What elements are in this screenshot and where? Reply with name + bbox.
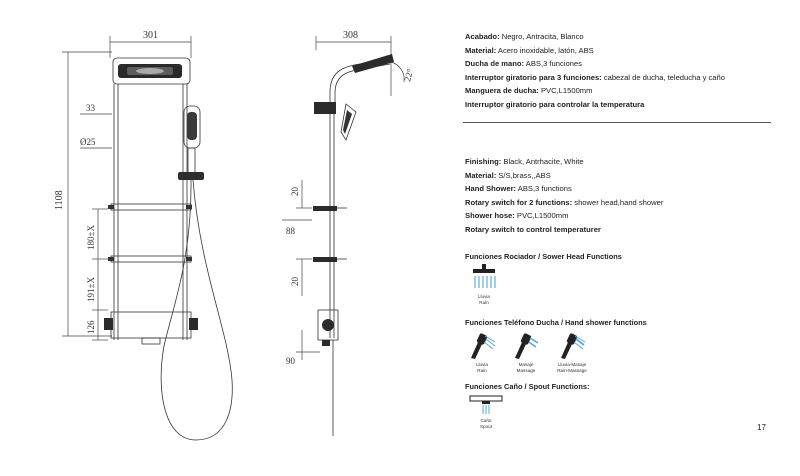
spec-row: Manguera de ducha: PVC,L1500mm bbox=[465, 86, 593, 96]
spec-row: Rotary switch to control temperaturer bbox=[465, 224, 601, 234]
function-label: Lluvia-Masaje bbox=[557, 362, 587, 367]
spec-row: Interruptor giratorio para 3 funciones: … bbox=[465, 72, 725, 82]
function-label: Rain bbox=[477, 367, 487, 373]
function-rain-head: Lluvia Rain bbox=[464, 264, 504, 305]
spec-row: Material: Acero inoxidable, latón, ABS bbox=[465, 45, 594, 55]
spec-row: Hand Shower: ABS,3 functions bbox=[465, 184, 572, 194]
dim-180: 180±X bbox=[86, 225, 96, 250]
shower-head-functions-title: Funciones Rociador / Sower Head Function… bbox=[465, 252, 622, 261]
hand-shower-functions-title: Funciones Teléfono Ducha / Hand shower f… bbox=[465, 318, 647, 327]
specs-spanish: Acabado: Negro, Antracita, Blanco Materi… bbox=[465, 30, 725, 112]
front-view: 301 bbox=[54, 30, 233, 441]
hand-shower-rain-massage-icon bbox=[561, 333, 586, 359]
technical-drawing: 301 bbox=[54, 30, 415, 441]
function-label: Masaje bbox=[518, 362, 534, 367]
spec-row: Finishing: Black, Antrhacite, White bbox=[465, 157, 584, 166]
function-label: Spout bbox=[479, 423, 492, 429]
function-label: Massage bbox=[516, 367, 536, 373]
function-hand-rain-massage: Lluvia-Masaje Rain-Massage bbox=[552, 332, 592, 373]
dim-90: 90 bbox=[286, 356, 296, 366]
spec-row: Shower hose: PVC,L1500mm bbox=[465, 211, 569, 221]
function-hand-massage: Masaje Massage bbox=[506, 332, 546, 373]
function-label: Caño bbox=[480, 418, 492, 423]
function-label: Rain-Massage bbox=[557, 367, 587, 373]
page-number: 17 bbox=[757, 423, 766, 432]
hand-shower-massage-icon bbox=[515, 333, 539, 359]
spec-row: Ducha de mano: ABS,3 funciones bbox=[465, 59, 582, 69]
function-spout: Caño Spout bbox=[466, 394, 506, 429]
function-label: Rain bbox=[479, 299, 489, 305]
spec-row: Rotary switch for 2 functions: shower he… bbox=[465, 197, 664, 207]
dim-angle: 22° bbox=[402, 67, 415, 82]
dim-308: 308 bbox=[343, 30, 358, 41]
dim-25: Ø25 bbox=[80, 137, 96, 147]
function-label: Lluvia bbox=[477, 294, 490, 299]
hand-shower-rain-icon bbox=[471, 333, 496, 359]
dim-1108: 1108 bbox=[54, 190, 65, 210]
dim-301: 301 bbox=[143, 30, 158, 41]
dim-33: 33 bbox=[86, 103, 96, 113]
section-divider bbox=[463, 122, 771, 123]
dim-20-bottom: 20 bbox=[290, 277, 300, 287]
function-label: Lluvia bbox=[475, 362, 488, 367]
dim-88: 88 bbox=[286, 226, 296, 236]
dim-126: 126 bbox=[86, 320, 96, 334]
spec-row: Acabado: Negro, Antracita, Blanco bbox=[465, 32, 584, 41]
spout-functions-title: Funciones Caño / Spout Functions: bbox=[465, 382, 590, 391]
spout-icon bbox=[469, 395, 503, 414]
spec-row: Material: S/S,brass,,ABS bbox=[465, 170, 551, 180]
spec-row: Interruptor giratorio para controlar la … bbox=[465, 99, 645, 109]
specs-english: Finishing: Black, Antrhacite, White Mate… bbox=[465, 155, 663, 237]
dim-191: 191±X bbox=[86, 277, 96, 302]
function-hand-rain: Lluvia Rain bbox=[462, 332, 502, 373]
dim-20-top: 20 bbox=[290, 187, 300, 197]
rain-head-icon bbox=[473, 264, 496, 288]
side-view: 308 22° bbox=[282, 30, 415, 436]
